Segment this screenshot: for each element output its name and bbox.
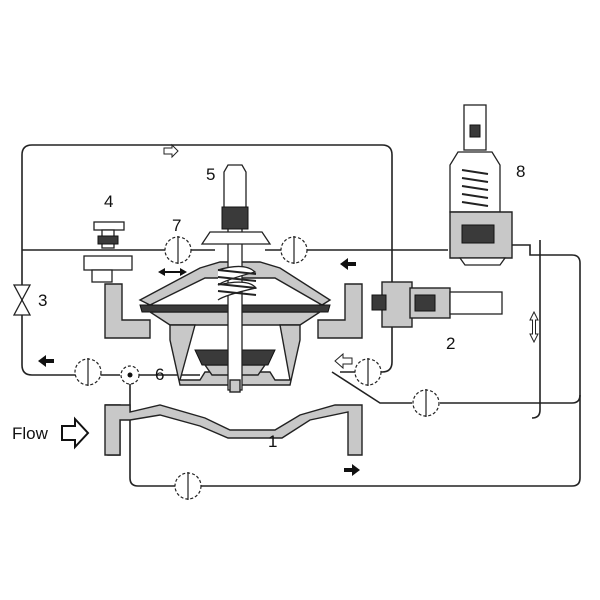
arrow-open-left-icon	[334, 352, 353, 370]
pilot-valve	[371, 281, 503, 328]
flow-inlet-arrow-icon	[61, 416, 90, 450]
ball-valve-bottom-left[interactable]	[74, 358, 102, 386]
main-spring	[217, 265, 258, 301]
flow-label: Flow	[12, 424, 49, 443]
needle-valve	[12, 284, 32, 316]
filter	[83, 221, 133, 283]
arrow-bottom-right-icon	[344, 464, 360, 476]
ball-valve-bottom[interactable]	[174, 472, 202, 500]
arrow-bottom-left-icon	[38, 355, 54, 367]
label-2: 2	[446, 334, 455, 353]
label-1: 1	[268, 432, 277, 451]
ball-valve-7[interactable]	[164, 236, 192, 264]
main-valve-body	[104, 209, 363, 456]
ball-valve-6[interactable]	[120, 365, 140, 385]
relief-pilot	[449, 104, 513, 266]
control-piping	[21, 144, 581, 487]
arrow-top-right-icon	[163, 143, 179, 159]
label-8: 8	[516, 162, 525, 181]
labels: 1 2 3 4 5 6 7 8 Flow	[12, 162, 525, 451]
ball-valve-top-right[interactable]	[280, 236, 308, 264]
ball-valve-relief-line[interactable]	[412, 389, 440, 417]
label-4: 4	[104, 192, 113, 211]
label-7: 7	[172, 216, 181, 235]
ball-valves	[74, 236, 440, 500]
label-6: 6	[155, 365, 164, 384]
ball-valve-right[interactable]	[354, 358, 382, 386]
arrow-left-icon	[340, 258, 356, 270]
position-indicator	[200, 164, 272, 245]
double-arrow-vertical-icon	[529, 310, 539, 344]
label-3: 3	[38, 291, 47, 310]
double-arrow-horizontal-icon	[158, 268, 187, 276]
label-5: 5	[206, 165, 215, 184]
flow-arrows	[38, 143, 539, 476]
